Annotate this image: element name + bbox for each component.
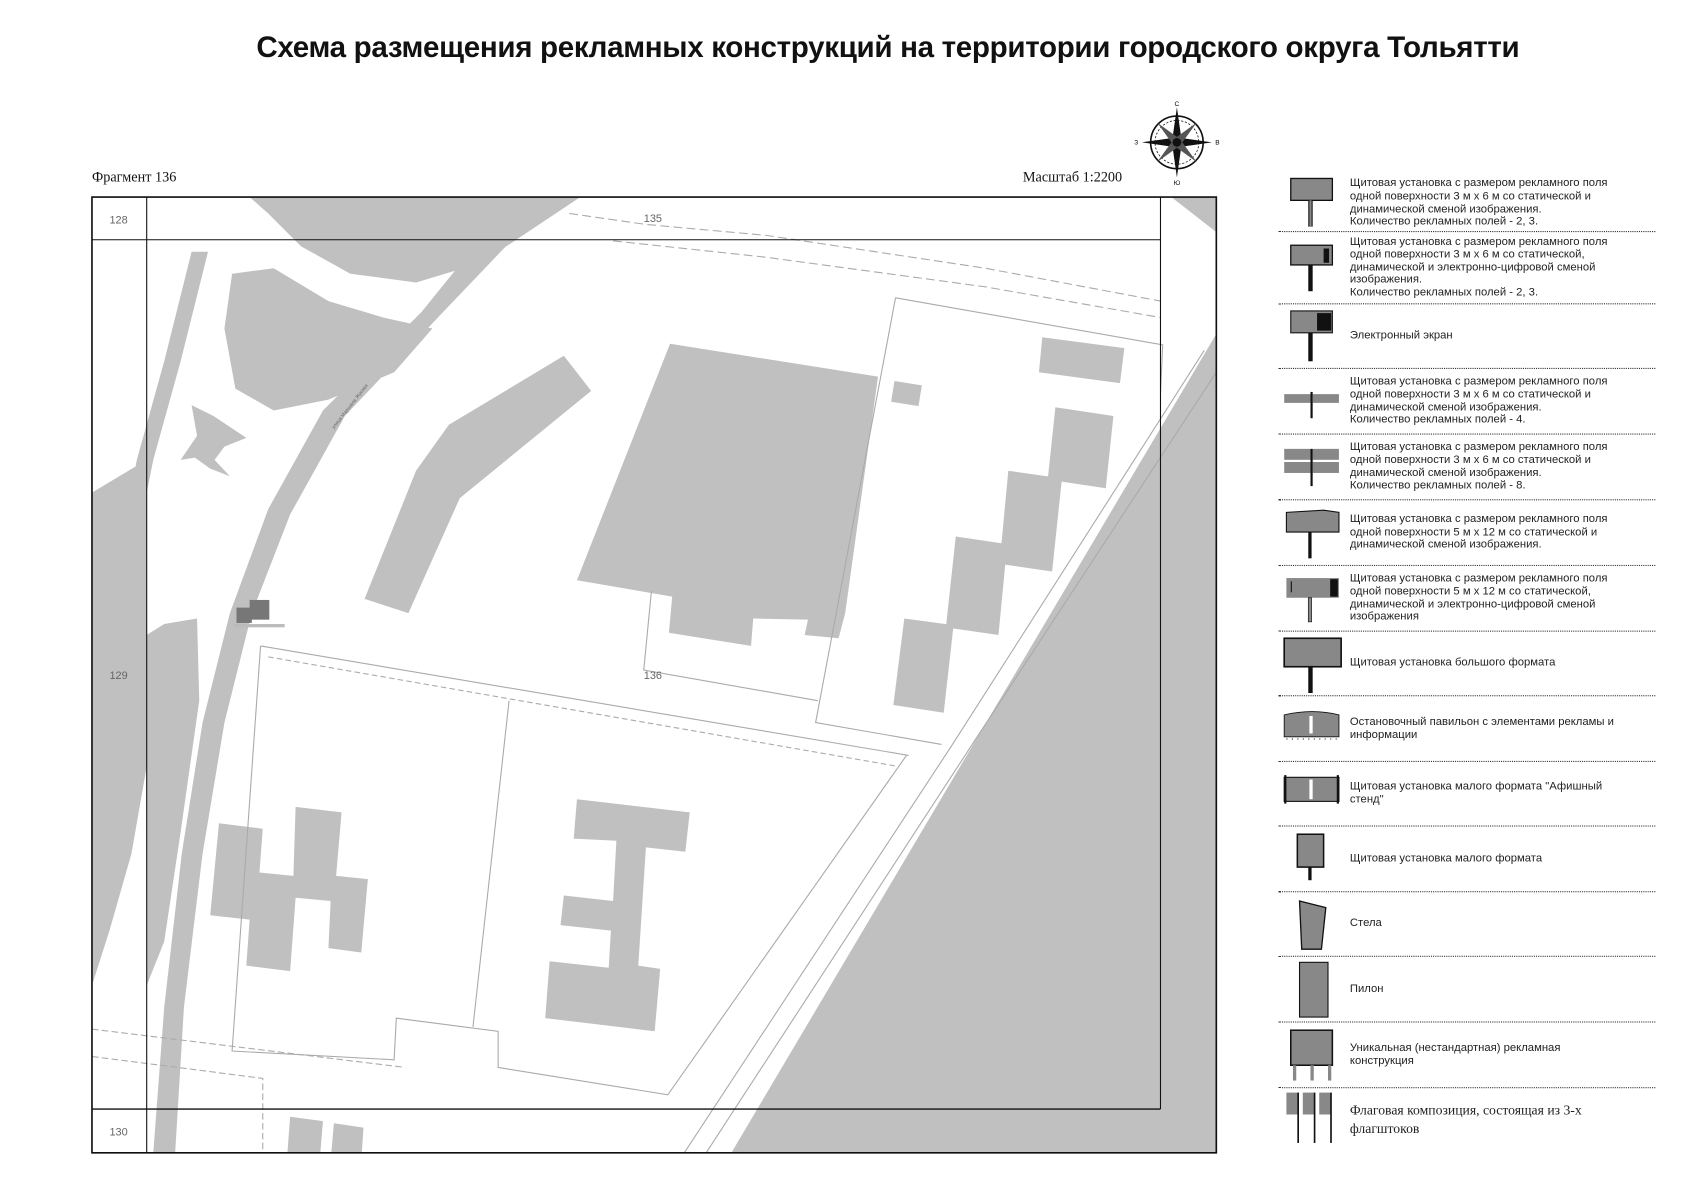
billboard-5x12-digital-icon [1279,569,1345,628]
building-r0 [891,380,922,407]
legend-item: Щитовая установка с размером рекламного … [1278,500,1656,567]
legend-item: Флаговая композиция, состоящая из 3-х фл… [1279,1088,1656,1151]
cell-135: 135 [644,213,662,225]
park-area-left [91,459,147,986]
page-title: Схема размещения рекламных конструкций н… [256,30,1520,64]
legend-item: Щитовая установка с размером рекламного … [1278,435,1656,501]
legend-item-label: Щитовая установка большого формата [1349,657,1556,670]
cell-130: 130 [109,1126,127,1138]
legend-item-label: Щитовая установка с размером рекламного … [1349,375,1608,426]
compass-east: В [1215,140,1220,147]
billboard-8-fields-icon [1279,437,1345,496]
building-r2 [1047,407,1114,489]
construction-marker[interactable] [236,607,252,623]
legend-item: Остановочный павильон с элементами рекла… [1278,696,1656,762]
building-kindergarten [210,806,368,972]
traffic-island [180,405,247,477]
building-main [576,343,879,646]
legend-item-label: Электронный экран [1349,329,1453,342]
poster-stand-icon [1279,764,1345,823]
legend-item: Щитовая установка малого формата "Афишны… [1278,762,1656,827]
building-diagonal [364,355,592,614]
legend-item: Электронный экран [1278,304,1656,369]
legend-item: Пилон [1278,957,1656,1023]
billboard-small-icon [1279,829,1345,888]
road-strip-zhukova [153,197,553,1153]
legend-item-label: Пилон [1349,982,1384,995]
billboard-large-icon [1279,634,1345,694]
cell-128: 128 [109,214,127,226]
legend-item: Щитовая установка с размером рекламного … [1278,174,1656,233]
compass-north: С [1175,101,1180,108]
electronic-screen-icon [1279,307,1345,366]
legend-item: Уникальная (нестандартная) рекламная кон… [1278,1023,1656,1089]
park-area-corner [1171,197,1217,233]
legend-item: Щитовая установка большого формата [1278,632,1656,697]
billboard-3x6-icon [1279,174,1345,233]
unique-construction-icon [1279,1025,1345,1084]
building-r3 [999,470,1062,572]
legend-item-label: Уникальная (нестандартная) рекламная кон… [1349,1042,1561,1067]
compass-rose-icon: С Ю В З [1134,101,1220,187]
cell-136: 136 [644,670,662,682]
billboard-5x12-icon [1279,503,1345,562]
building-r4 [945,536,1008,635]
cell-129: 129 [109,670,127,682]
building-bottom-2 [331,1123,364,1153]
pylon-icon [1279,960,1345,1019]
map-frame [91,196,1218,1154]
legend-item-label: Щитовая установка с размером рекламного … [1349,441,1608,492]
legend-item: Щитовая установка малого формата [1278,827,1656,893]
legend-item-label: Флаговая композиция, состоящая из 3-х фл… [1349,1102,1582,1137]
scale-label: Масштаб 1:2200 [1022,168,1123,186]
building-bottom-1 [287,1116,323,1153]
compass-west: З [1134,140,1138,147]
legend-item: Стела [1278,892,1656,957]
legend-item: Щитовая установка с размером рекламного … [1278,566,1656,632]
legend-item-label: Остановочный павильон с элементами рекла… [1349,715,1614,741]
legend-item-label: Щитовая установка с размером рекламного … [1349,177,1608,228]
building-r5 [893,618,954,713]
building-school [545,799,690,1032]
compass-south: Ю [1174,180,1181,187]
billboard-4-fields-icon [1279,372,1345,431]
park-area-left-lower [146,618,200,986]
flag-composition-icon [1279,1090,1345,1149]
building-r1 [1038,337,1125,384]
legend-item-label: Стела [1349,917,1382,930]
legend-item-label: Щитовая установка с размером рекламного … [1349,235,1608,299]
legend-item: Щитовая установка с размером рекламного … [1278,369,1656,435]
legend-item-label: Щитовая установка с размером рекламного … [1349,513,1608,552]
legend: Щитовая установка с размером рекламного … [1278,174,1656,1152]
legend-item-label: Щитовая установка с размером рекламного … [1349,572,1608,624]
fragment-label: Фрагмент 136 [91,168,177,186]
bus-stop-pavilion-icon [1279,699,1345,758]
parcel-lines [91,212,1217,1153]
legend-item-label: Щитовая установка малого формата "Афишны… [1349,781,1603,806]
stele-icon [1279,894,1345,953]
legend-item: Щитовая установка с размером рекламного … [1278,232,1656,305]
legend-item-label: Щитовая установка малого формата [1349,852,1543,865]
billboard-3x6-digital-icon [1279,238,1345,297]
